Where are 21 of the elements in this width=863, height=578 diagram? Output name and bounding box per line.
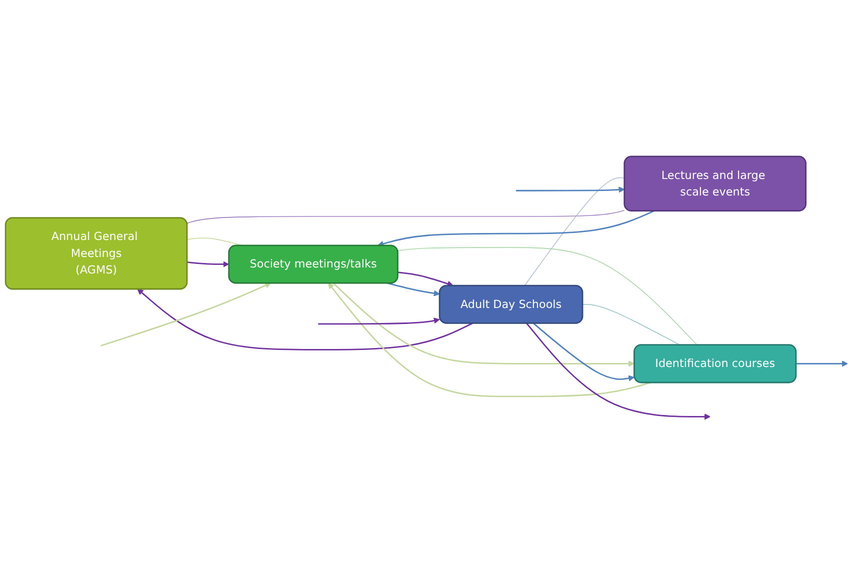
connector	[582, 304, 680, 346]
node-box: Identification courses	[634, 344, 797, 384]
arrow	[186, 261, 230, 268]
node-box: Annual General Meetings (AGMS)	[4, 217, 188, 290]
connector	[397, 247, 698, 346]
arrow	[100, 282, 272, 346]
connector	[186, 210, 625, 224]
arrow	[318, 318, 440, 325]
arrow	[526, 322, 710, 420]
arrow	[328, 282, 652, 398]
arrow	[516, 186, 625, 193]
connector	[524, 177, 625, 286]
node-box: Adult Day Schools	[438, 284, 584, 324]
arrow	[378, 210, 654, 247]
arrow	[398, 272, 454, 287]
node-box: Society meetings/talks	[228, 244, 398, 284]
arrow	[332, 282, 634, 367]
node-box: Lectures and large scale events	[624, 156, 806, 212]
arrow	[532, 322, 634, 382]
arrow	[137, 288, 473, 350]
arrow	[796, 360, 848, 367]
